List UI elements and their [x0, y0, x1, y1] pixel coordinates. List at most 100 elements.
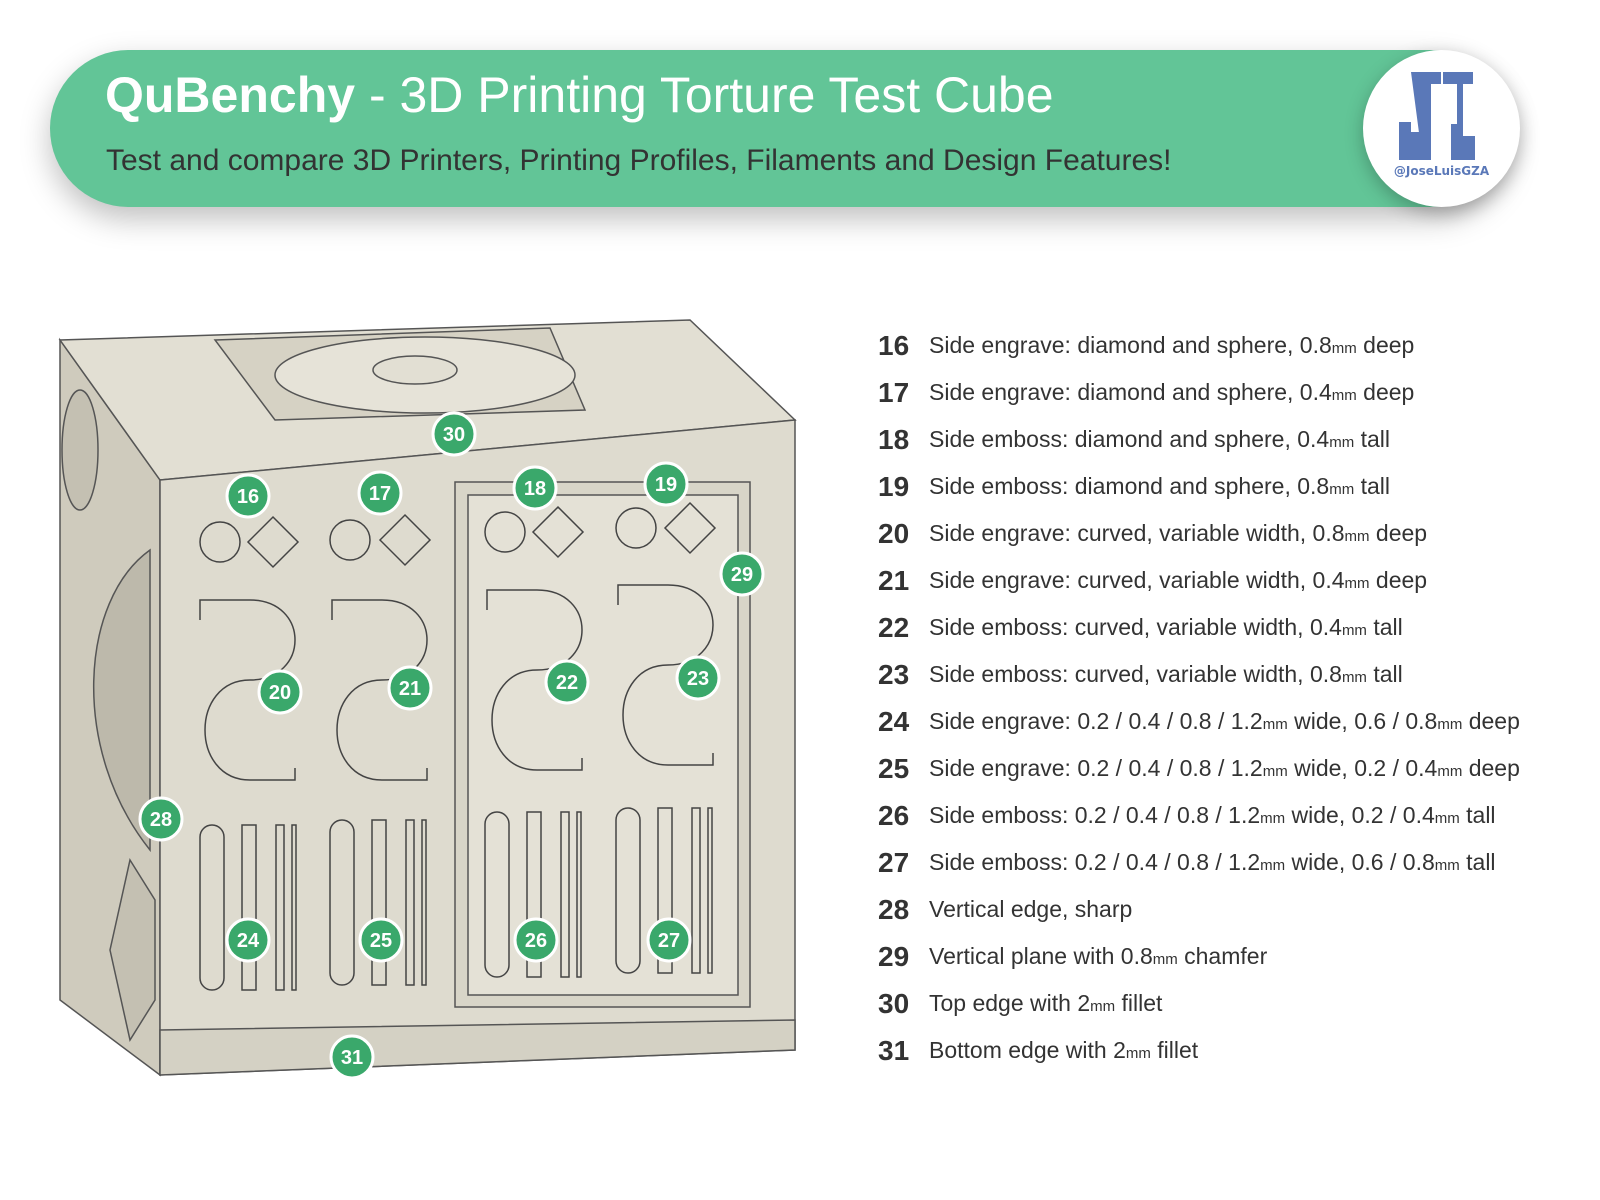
badge-number: 24 [237, 930, 260, 952]
title-bold: QuBenchy [105, 67, 356, 123]
legend-text-part: tall [1366, 614, 1403, 640]
badge-number: 30 [443, 424, 465, 446]
badge-number: 20 [269, 682, 291, 704]
legend-text-part: deep [1356, 332, 1415, 358]
badge-number: 31 [341, 1047, 363, 1069]
cube-body [58, 319, 797, 1077]
legend-item: 24 Side engrave: 0.2 / 0.4 / 0.8 / 1.2mm … [878, 698, 1520, 745]
legend-number: 21 [878, 564, 910, 596]
legend-text-part: Side engrave: 0.2 / 0.4 / 0.8 / 1.2 [929, 755, 1263, 781]
legend-text-part: Side engrave: diamond and sphere, 0.8 [929, 332, 1332, 358]
callout-badge-24: 24 [225, 917, 271, 963]
unit-label: mm [1344, 528, 1370, 545]
legend-text: Side engrave: 0.2 / 0.4 / 0.8 / 1.2mm wi… [929, 708, 1520, 735]
legend-text: Side engrave: diamond and sphere, 0.4mm … [929, 379, 1414, 406]
legend-number: 24 [878, 705, 910, 737]
legend-text-part: Side emboss: curved, variable width, 0.8 [929, 661, 1342, 687]
legend-text-part: Side engrave: diamond and sphere, 0.4 [929, 379, 1332, 405]
legend-text: Side engrave: diamond and sphere, 0.8mm … [929, 332, 1414, 359]
callout-badge-27: 27 [646, 917, 692, 963]
title-banner [50, 50, 1510, 207]
legend-number: 28 [878, 893, 910, 925]
legend-number: 18 [878, 423, 910, 455]
legend-number: 25 [878, 752, 910, 784]
callout-badge-31: 31 [329, 1034, 375, 1080]
legend-text: Vertical plane with 0.8mm chamfer [929, 943, 1267, 970]
legend-text-part: tall [1354, 426, 1390, 452]
unit-label: mm [1329, 434, 1355, 451]
legend-item: 31 Bottom edge with 2mm fillet [878, 1027, 1520, 1074]
callout-badge-28: 28 [138, 796, 184, 842]
page-title: QuBenchy - 3D Printing Torture Test Cube [105, 66, 1054, 124]
unit-label: mm [1434, 810, 1460, 827]
badge-number: 28 [150, 809, 172, 831]
legend-text-part: Side emboss: diamond and sphere, 0.4 [929, 426, 1330, 452]
legend-text-part: deep [1369, 567, 1428, 593]
legend-text-part: Bottom edge with 2 [929, 1037, 1126, 1063]
legend-text-part: tall [1459, 802, 1496, 828]
legend-text: Bottom edge with 2mm fillet [929, 1037, 1198, 1064]
unit-label: mm [1152, 951, 1178, 968]
unit-label: mm [1260, 810, 1286, 827]
unit-label: mm [1344, 575, 1370, 592]
legend-number: 31 [878, 1034, 910, 1066]
legend-text-part: fillet [1115, 990, 1163, 1016]
legend-text-part: tall [1354, 473, 1390, 499]
legend-text: Side engrave: curved, variable width, 0.… [929, 567, 1427, 594]
legend-number: 19 [878, 470, 910, 502]
unit-label: mm [1341, 669, 1367, 686]
unit-label: mm [1437, 763, 1463, 780]
jl-logo-icon [1399, 72, 1475, 160]
legend-text-part: Side engrave: curved, variable width, 0.… [929, 567, 1345, 593]
legend-text-part: wide, 0.6 / 0.8 [1285, 849, 1435, 875]
legend-number: 30 [878, 987, 910, 1019]
legend-text: Side engrave: 0.2 / 0.4 / 0.8 / 1.2mm wi… [929, 755, 1520, 782]
callout-badge-29: 29 [719, 551, 765, 597]
legend-text-part: wide, 0.2 / 0.4 [1285, 802, 1435, 828]
badge-number: 23 [687, 668, 709, 690]
unit-label: mm [1262, 763, 1288, 780]
legend-number: 26 [878, 799, 910, 831]
legend-item: 16 Side engrave: diamond and sphere, 0.8m… [878, 322, 1520, 369]
legend-text-part: fillet [1150, 1037, 1199, 1063]
legend-text-part: Side engrave: 0.2 / 0.4 / 0.8 / 1.2 [929, 708, 1263, 734]
surface-features [199, 501, 717, 991]
unit-label: mm [1260, 857, 1286, 874]
legend-text-part: tall [1459, 849, 1496, 875]
legend-text-part: Vertical edge, sharp [929, 896, 1133, 922]
unit-label: mm [1331, 340, 1357, 357]
legend-text: Side emboss: curved, variable width, 0.8… [929, 661, 1403, 688]
legend-text-part: wide, 0.6 / 0.8 [1287, 708, 1438, 734]
legend-text: Side emboss: diamond and sphere, 0.4mm t… [929, 426, 1390, 453]
legend-item: 25 Side engrave: 0.2 / 0.4 / 0.8 / 1.2mm … [878, 745, 1520, 792]
legend-text: Side emboss: 0.2 / 0.4 / 0.8 / 1.2mm wid… [929, 849, 1496, 876]
title-rest: - 3D Printing Torture Test Cube [355, 67, 1054, 123]
legend-text-part: wide, 0.2 / 0.4 [1287, 755, 1438, 781]
legend-number: 16 [878, 329, 910, 361]
badge-number: 16 [237, 486, 259, 508]
legend-text-part: deep [1369, 520, 1428, 546]
legend-text: Top edge with 2mm fillet [929, 990, 1162, 1017]
legend-text-part: Side emboss: curved, variable width, 0.4 [929, 614, 1342, 640]
legend-item: 17 Side engrave: diamond and sphere, 0.4m… [878, 369, 1520, 416]
legend-text: Side emboss: curved, variable width, 0.4… [929, 614, 1403, 641]
legend-text: Vertical edge, sharp [929, 896, 1132, 923]
legend-item: 28 Vertical edge, sharp [878, 886, 1520, 933]
subtitle: Test and compare 3D Printers, Printing P… [106, 144, 1172, 177]
legend-text-part: Vertical plane with 0.8 [929, 943, 1153, 969]
legend-item: 21 Side engrave: curved, variable width, … [878, 557, 1520, 604]
callout-badge-30: 30 [431, 411, 477, 457]
unit-label: mm [1262, 716, 1288, 733]
callout-badge-17: 17 [357, 470, 403, 516]
legend-text-part: deep [1462, 755, 1520, 781]
legend-number: 17 [878, 376, 910, 408]
legend-text: Side engrave: curved, variable width, 0.… [929, 520, 1427, 547]
callout-badge-19: 19 [643, 461, 689, 507]
